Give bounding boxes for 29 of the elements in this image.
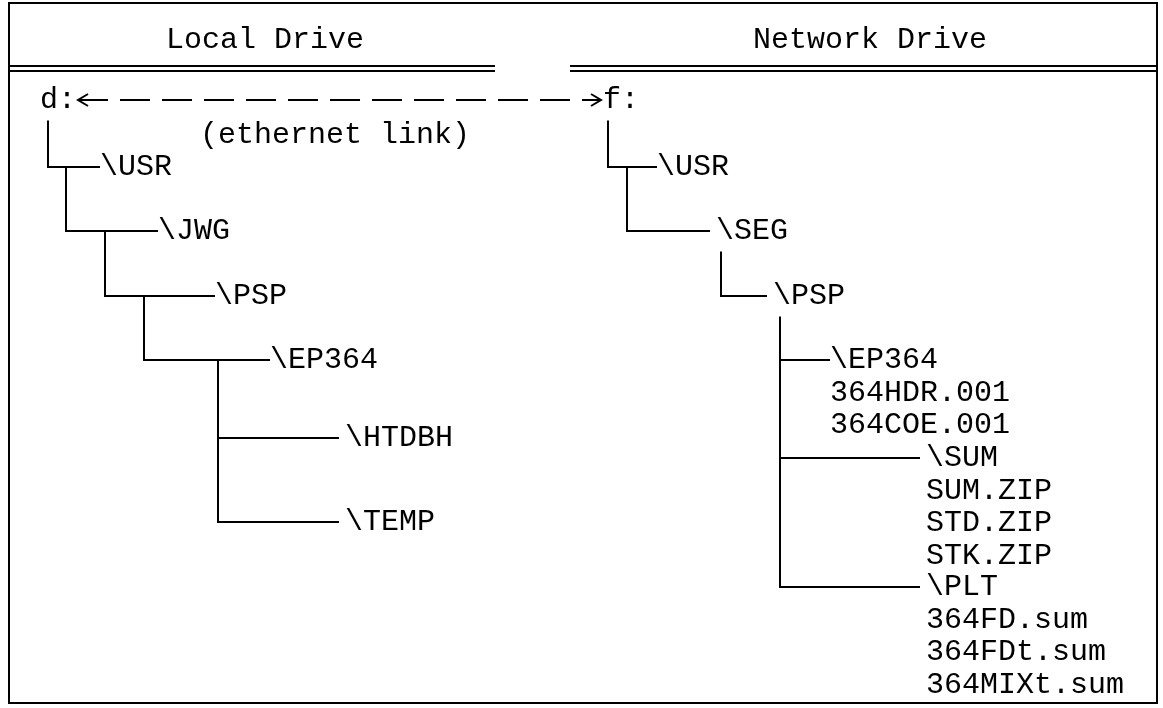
folder-name: \SUM [926,442,998,475]
folder-name: \TEMP [345,506,435,539]
file-name: 364MIXt.sum [926,668,1125,701]
file-name: 364FDt.sum [926,636,1107,669]
file-name: SUM.ZIP [926,474,1053,507]
folder-name: \EP364 [830,344,939,377]
column-heading: Local Drive [166,24,365,56]
file-name: 364FD.sum [926,603,1089,636]
file-name: STD.ZIP [926,507,1053,540]
folder-name: \HTDBH [345,422,454,455]
file-name: STK.ZIP [926,539,1053,572]
folder-name: \PSP [215,280,287,313]
column-heading: Network Drive [753,24,988,56]
tree-connector [217,359,340,523]
dashed-arrow [77,93,602,107]
tree-connector [720,250,768,297]
tree-connector [626,166,711,232]
tree-connector [779,359,921,588]
folder-name: \EP364 [270,344,379,377]
folder-name: \PSP [773,280,845,313]
drive-letter: f: [603,84,639,117]
file-name: 364COE.001 [830,409,1011,442]
folder-name: \SEG [716,215,788,248]
folder-name: \PLT [926,571,998,604]
folder-name: \USR [657,151,729,184]
folder-name: \USR [100,151,172,184]
file-name: 364HDR.001 [830,376,1011,409]
drive-letter: d: [40,84,76,117]
folder-name: \JWG [158,215,230,248]
